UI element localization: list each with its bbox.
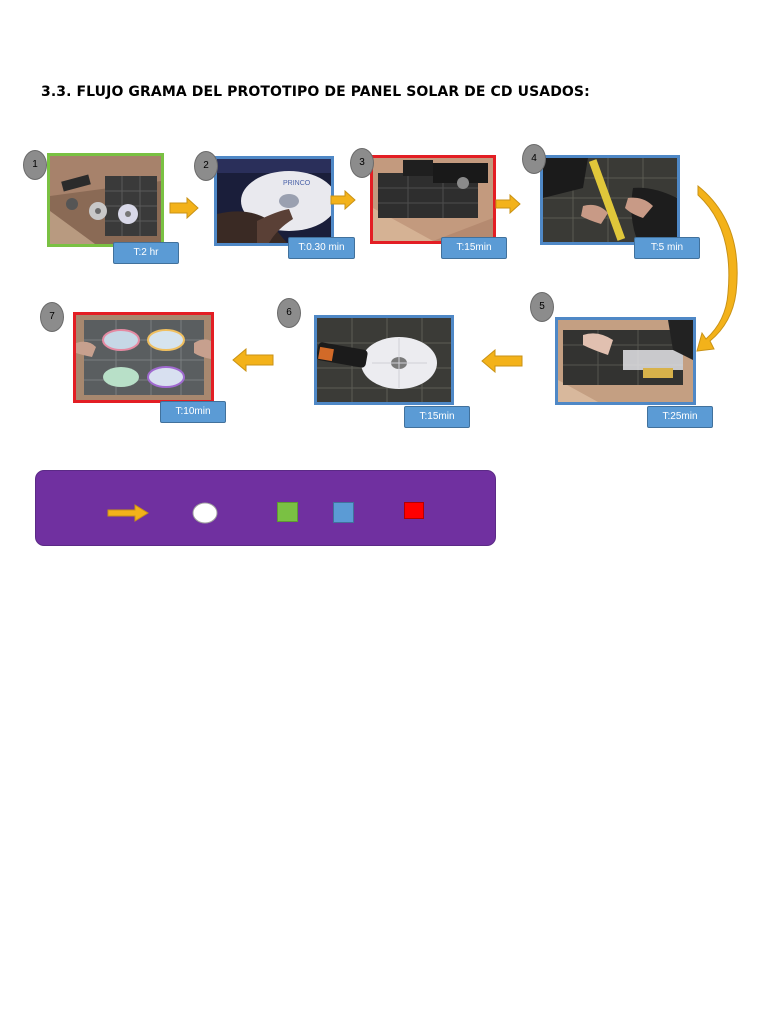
step-time-label: T:10min: [160, 401, 226, 423]
step-number-badge: 5: [530, 292, 554, 322]
step-2-photo: PRINCO: [214, 156, 334, 246]
step-time-label: T:25min: [647, 406, 713, 428]
step-number-badge: 6: [277, 298, 301, 328]
step-time-label: T:5 min: [634, 237, 700, 259]
step-number-badge: 7: [40, 302, 64, 332]
step-3-photo: [370, 155, 496, 244]
step-time-label: T:2 hr: [113, 242, 179, 264]
step-7-photo: [73, 312, 214, 403]
legend-red-square-icon: [404, 502, 424, 519]
step-1-photo: [47, 153, 164, 247]
right-arrow-icon: [169, 197, 199, 219]
step-number-badge: 4: [522, 144, 546, 174]
legend-box: [35, 470, 496, 546]
step-4-photo: [540, 155, 680, 245]
step-5-photo: [555, 317, 696, 405]
cd-in-hand-image: PRINCO: [217, 159, 331, 243]
legend-circle-icon: [192, 502, 218, 524]
curved-arrow-icon: [696, 184, 738, 352]
measuring-panel-image: [543, 158, 677, 242]
step-time-label: T:0.30 min: [288, 237, 355, 259]
tools-and-cds-image: [50, 156, 161, 244]
step-6-photo: [314, 315, 454, 405]
step-number-badge: 3: [350, 148, 374, 178]
assembling-panel-image: [558, 320, 693, 402]
cutting-cd-image: [317, 318, 451, 402]
legend-arrow-icon: [107, 504, 149, 522]
right-arrow-icon: [330, 190, 356, 210]
legend-blue-square-icon: [333, 502, 354, 523]
svg-text:PRINCO: PRINCO: [283, 180, 311, 187]
legend-green-square-icon: [277, 502, 298, 522]
finished-cd-panel-image: [76, 315, 211, 400]
step-number-badge: 2: [194, 151, 218, 181]
left-arrow-icon: [481, 349, 523, 373]
step-time-label: T:15min: [404, 406, 470, 428]
left-arrow-icon: [232, 348, 274, 372]
step-time-label: T:15min: [441, 237, 507, 259]
right-arrow-icon: [495, 194, 521, 214]
step-number-badge: 1: [23, 150, 47, 180]
page-title: 3.3. FLUJO GRAMA DEL PROTOTIPO DE PANEL …: [41, 84, 590, 100]
grinding-panel-image: [373, 158, 493, 241]
